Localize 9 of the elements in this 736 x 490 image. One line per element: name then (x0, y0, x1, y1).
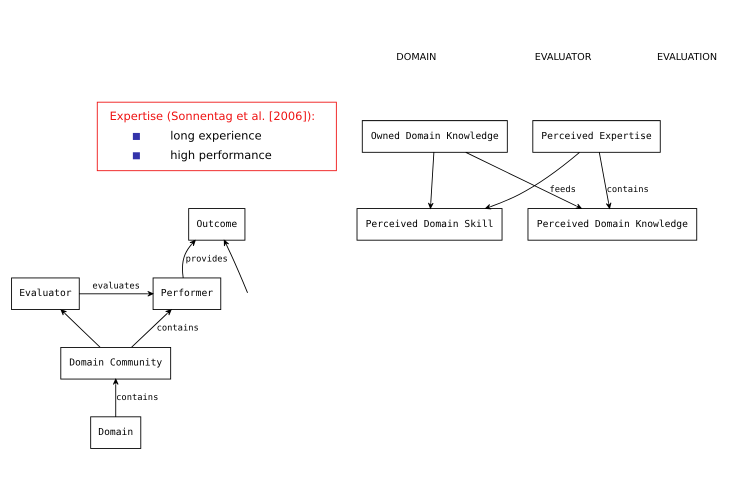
label: DOMAIN (396, 52, 436, 63)
edge-label: contains (156, 324, 199, 334)
edge-label: provides (186, 254, 228, 264)
edge-label: feeds (550, 184, 576, 195)
edge-label: contains (116, 393, 158, 404)
edge-label: contains (606, 184, 649, 195)
edge-label: evaluates (92, 282, 140, 292)
label: EVALUATOR (534, 52, 592, 63)
label: EVALUATION (657, 52, 718, 63)
